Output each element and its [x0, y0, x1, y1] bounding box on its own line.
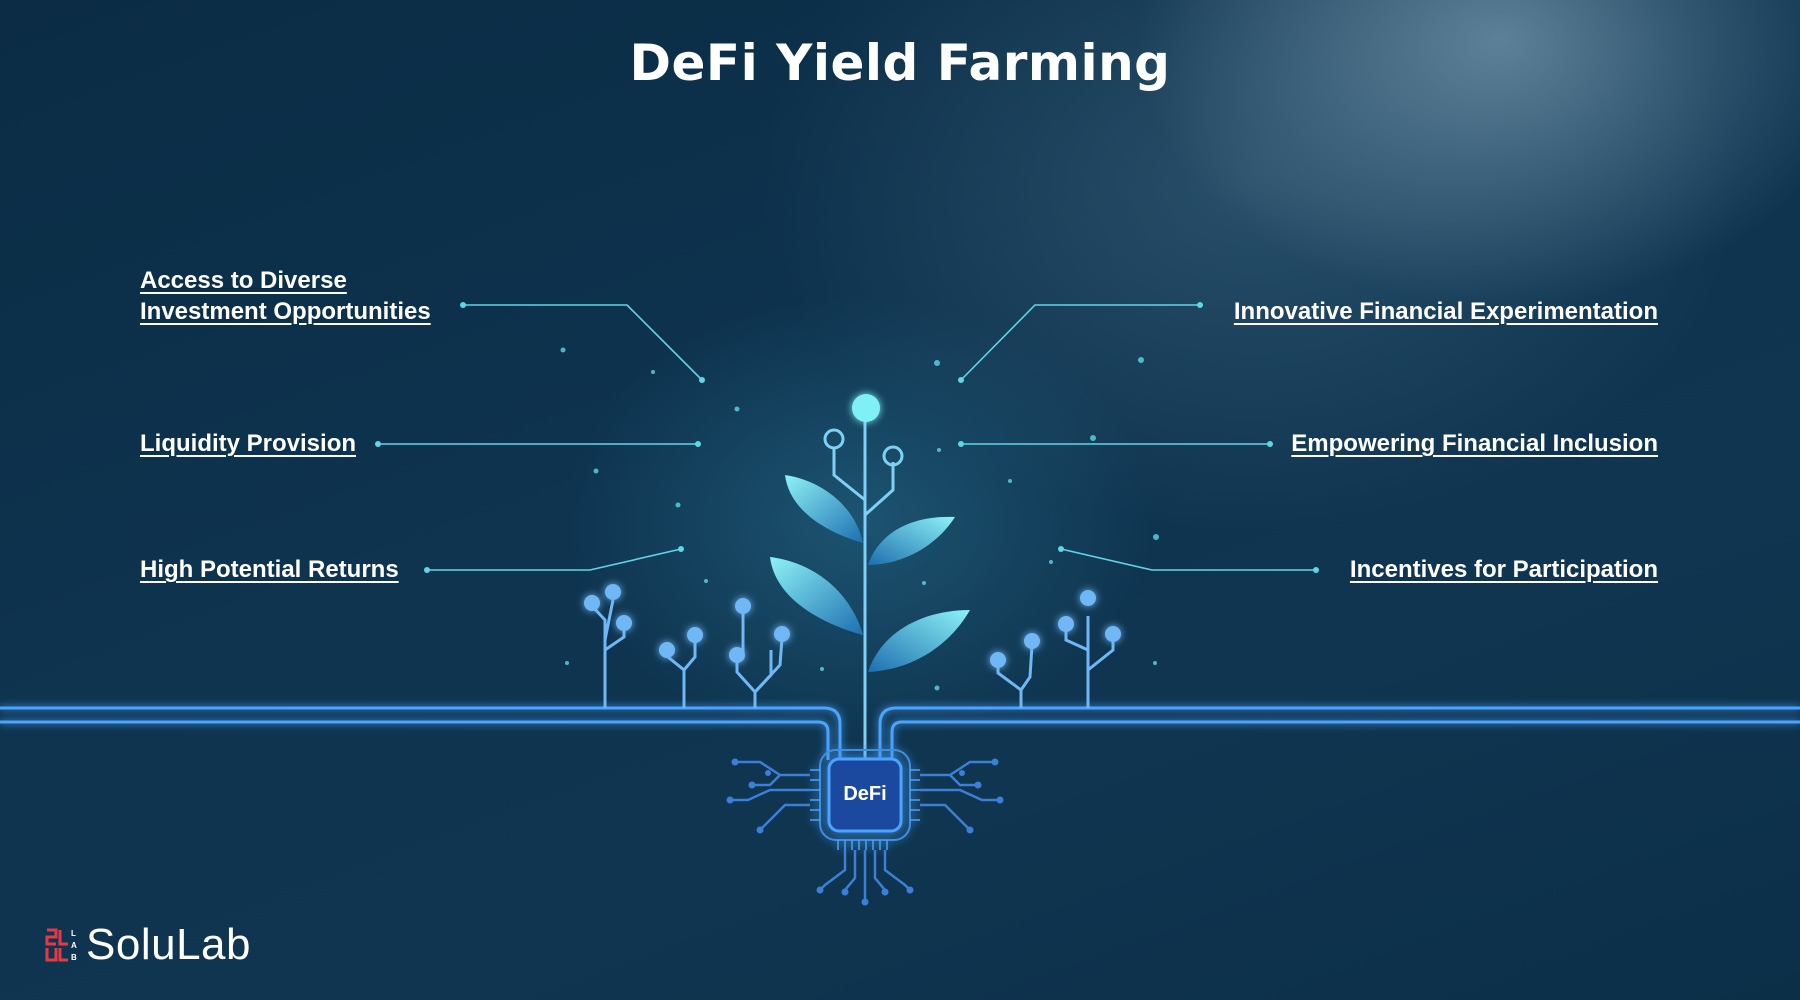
plant-icon — [770, 394, 970, 760]
chip-label: DeFi — [843, 783, 886, 805]
benefit-access-diverse-investment: Access to Diverse Investment Opportuniti… — [140, 267, 431, 325]
svg-text:A: A — [71, 941, 77, 950]
sparkle-dots — [560, 347, 1159, 691]
brand-name: SoluLab — [86, 920, 251, 969]
connector-lines-left — [378, 304, 703, 571]
defi-chip-icon — [810, 749, 920, 850]
benefit-innovative-financial-experimentation: Innovative Financial Experimentation — [1233, 298, 1658, 325]
circuit-roots — [730, 760, 1000, 900]
page-title: DeFi Yield Farming — [629, 34, 1171, 92]
svg-text:B: B — [71, 953, 77, 962]
sprouts — [590, 599, 1115, 708]
solulab-logo-icon: LAB — [45, 928, 77, 962]
connector-lines-right — [960, 304, 1316, 571]
benefit-liquidity-provision: Liquidity Provision — [140, 430, 357, 457]
benefit-empowering-financial-inclusion: Empowering Financial Inclusion — [1291, 430, 1658, 457]
benefit-incentives-for-participation: Incentives for Participation — [1349, 556, 1658, 583]
benefit-high-potential-returns: High Potential Returns — [140, 556, 399, 583]
svg-text:L: L — [71, 929, 76, 938]
circuit-trace-icon — [0, 706, 1800, 760]
